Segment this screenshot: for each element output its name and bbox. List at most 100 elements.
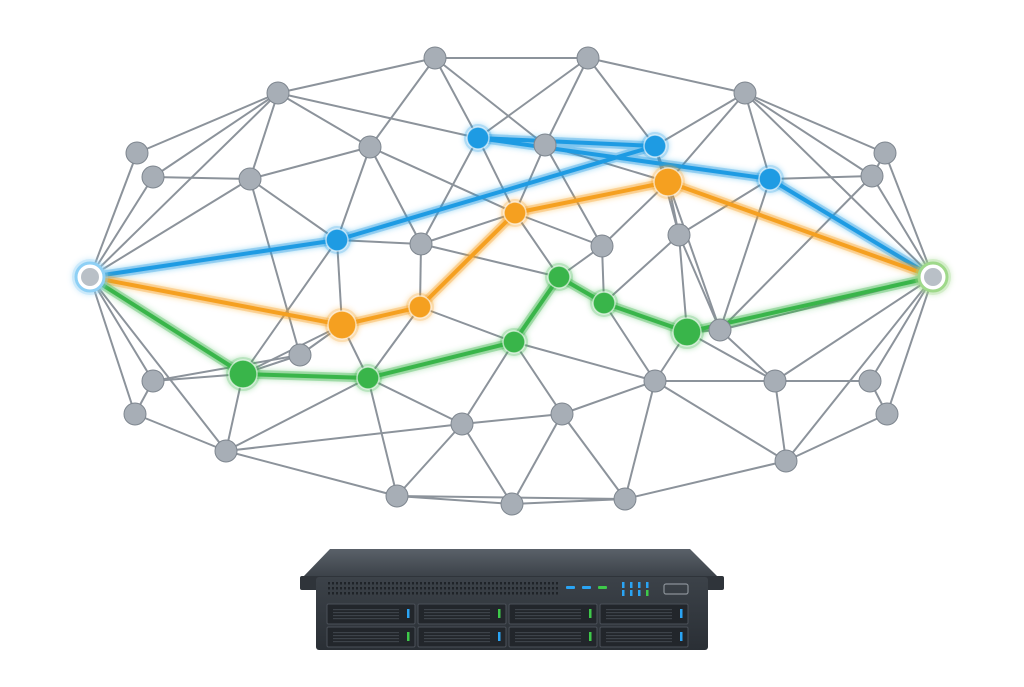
vent-slot [552, 592, 554, 595]
vent-slot [508, 587, 510, 590]
vent-slot [384, 582, 386, 585]
network-node [385, 484, 409, 508]
vent-slot [484, 582, 486, 585]
network-link [603, 234, 680, 304]
vent-slot [436, 582, 438, 585]
network-link [396, 495, 513, 505]
vent-slot [508, 592, 510, 595]
vent-slot [532, 587, 534, 590]
vent-slot [356, 582, 358, 585]
vent-slot [424, 592, 426, 595]
vent-slot [364, 587, 366, 590]
vent-slot [416, 582, 418, 585]
drive-bay-grille [606, 615, 672, 617]
vent-slot [432, 587, 434, 590]
network-link [136, 92, 279, 154]
network-link [769, 175, 873, 180]
drive-bay-grille [515, 635, 581, 637]
vent-slot [336, 592, 338, 595]
vent-slot [444, 592, 446, 595]
vent-slot [340, 592, 342, 595]
vent-slot [540, 582, 542, 585]
vent-slot [492, 582, 494, 585]
drive-bay [599, 603, 689, 625]
vent-slot [496, 592, 498, 595]
network-node [238, 167, 262, 191]
network-link [869, 276, 934, 382]
route-path [88, 275, 935, 380]
network-link [152, 176, 251, 180]
drive-bay-grille [333, 635, 399, 637]
drive-bay-grille [333, 609, 399, 611]
network-node [214, 439, 238, 463]
vent-slot [480, 582, 482, 585]
network-node [667, 223, 691, 247]
route-node [325, 228, 349, 252]
network-link [513, 341, 656, 382]
vent-slot [440, 582, 442, 585]
vent-slot [412, 587, 414, 590]
network-link [420, 212, 516, 245]
vent-slot [420, 582, 422, 585]
network-link [774, 276, 934, 382]
drive-bay [417, 626, 507, 648]
network-link [744, 92, 886, 154]
vent-slot [472, 587, 474, 590]
vent-slot [520, 582, 522, 585]
vent-slot [412, 592, 414, 595]
vent-slot [484, 587, 486, 590]
network-node [873, 141, 897, 165]
endpoint-core [81, 268, 99, 286]
vent-slot [428, 582, 430, 585]
vent-slot [460, 592, 462, 595]
vent-slot [436, 587, 438, 590]
vent-slot [328, 582, 330, 585]
network-link [369, 146, 422, 245]
network-link [367, 377, 398, 497]
drive-bay-grille [333, 615, 399, 617]
vent-slot [556, 592, 558, 595]
network-link [561, 380, 656, 415]
vent-slot [468, 582, 470, 585]
activity-led [646, 582, 649, 588]
drive-led [680, 609, 683, 618]
network-link [89, 92, 279, 278]
network-link [134, 413, 227, 452]
vent-slot [384, 592, 386, 595]
network-link [667, 181, 721, 331]
vent-slot [340, 587, 342, 590]
vent-slot [496, 587, 498, 590]
network-link [871, 175, 934, 278]
vent-slot [440, 587, 442, 590]
network-link [277, 57, 436, 94]
vent-slot [340, 582, 342, 585]
activity-led [630, 582, 633, 588]
vent-slot [528, 582, 530, 585]
route-node [356, 366, 380, 390]
network-link [603, 302, 656, 382]
vent-slot [448, 587, 450, 590]
network-node [141, 165, 165, 189]
vent-slot [452, 587, 454, 590]
vent-slot [500, 592, 502, 595]
vent-slot [472, 592, 474, 595]
drive-bay-grille [515, 618, 581, 620]
activity-led [638, 582, 641, 588]
vent-slot [408, 592, 410, 595]
route-node [758, 167, 782, 191]
network-node [763, 369, 787, 393]
vent-slot [464, 587, 466, 590]
vent-slot [420, 587, 422, 590]
vent-slot [544, 587, 546, 590]
drive-bay-grille [333, 618, 399, 620]
vent-slot [332, 592, 334, 595]
network-link [242, 239, 338, 375]
vent-slot [396, 587, 398, 590]
drive-bay [599, 626, 689, 648]
vent-slot [552, 587, 554, 590]
vent-slot [492, 592, 494, 595]
vent-slot [368, 587, 370, 590]
drive-bay-grille [424, 615, 490, 617]
route-node [672, 317, 702, 347]
network-node [613, 487, 637, 511]
